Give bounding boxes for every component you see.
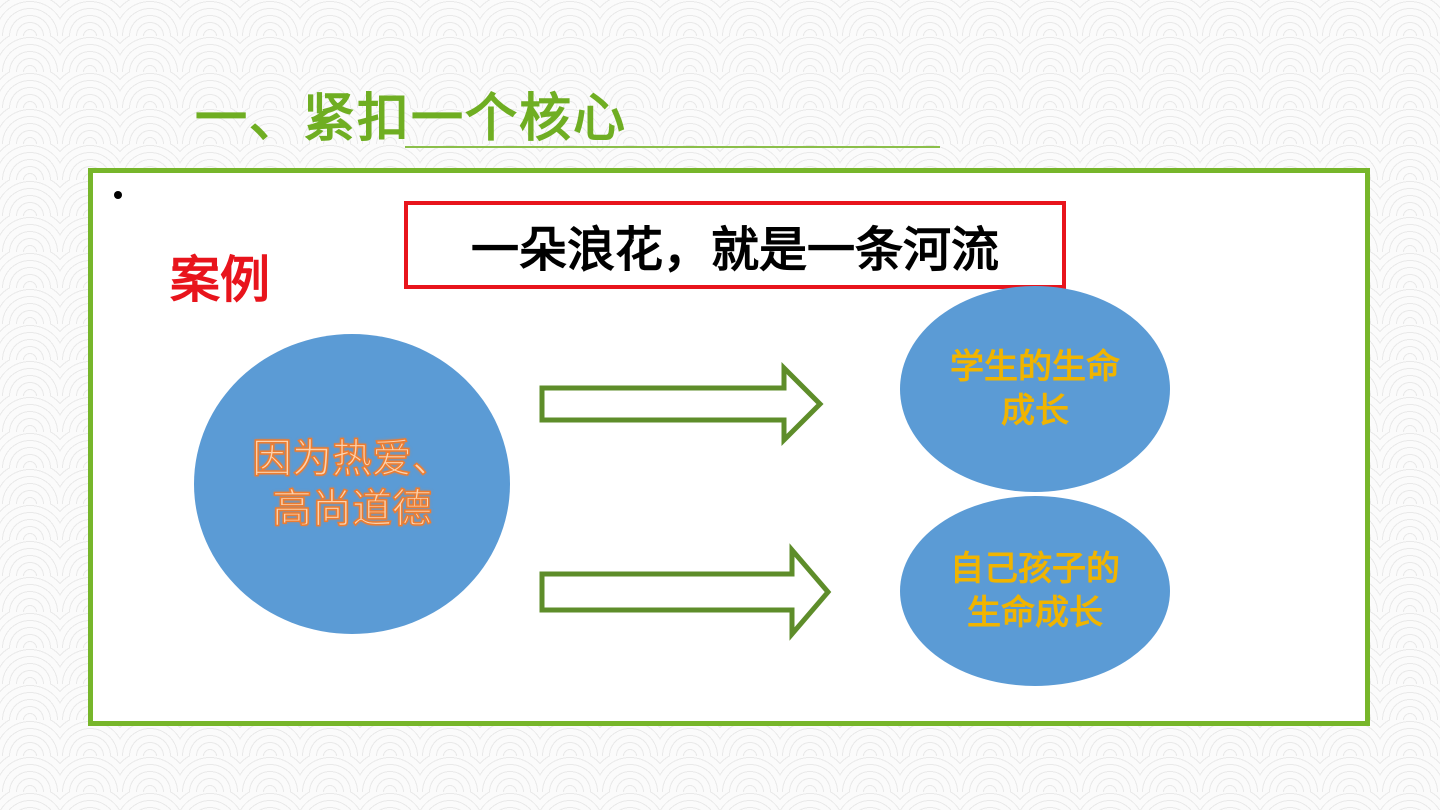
- outcome-text: 自己孩子的生命成长: [950, 549, 1120, 633]
- title-underline: [405, 146, 940, 148]
- quote-box: 一朵浪花，就是一条河流: [404, 201, 1066, 289]
- outcome-circle-students: 学生的生命成长: [900, 286, 1170, 492]
- outcome-circle-own-child: 自己孩子的生命成长: [900, 496, 1170, 686]
- outcome-text: 学生的生命成长: [950, 347, 1120, 431]
- cause-circle: 因为热爱、高尚道德: [194, 334, 510, 634]
- cause-text: 因为热爱、高尚道德: [251, 435, 453, 533]
- slide-title: 一、紧扣一个核心: [195, 89, 628, 149]
- arrow-right-icon: [539, 543, 832, 641]
- bullet-icon: [114, 191, 122, 199]
- arrow-right-icon: [539, 361, 824, 447]
- quote-text: 一朵浪花，就是一条河流: [470, 222, 999, 278]
- case-label: 案例: [170, 251, 270, 309]
